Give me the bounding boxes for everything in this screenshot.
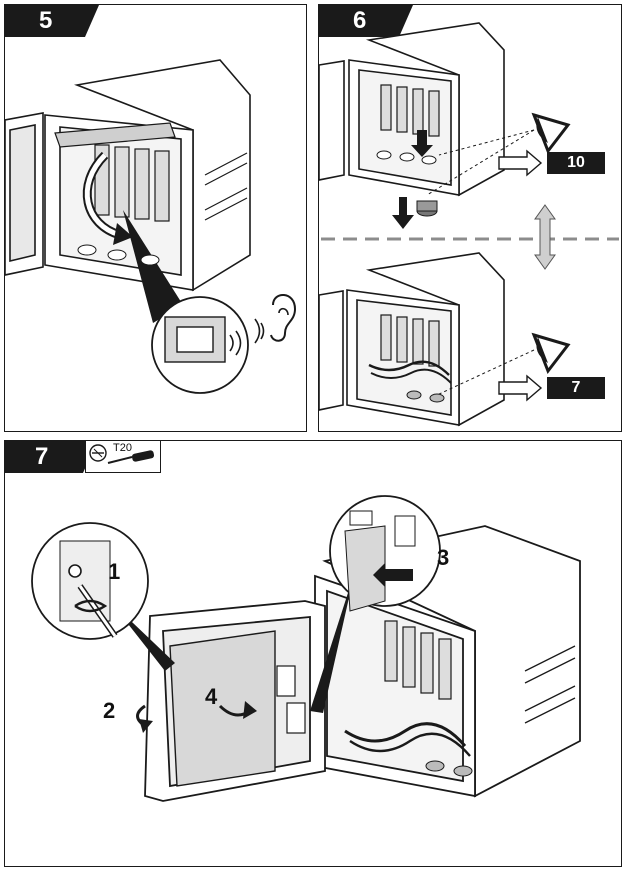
ear-icon <box>254 294 297 344</box>
step-6-label: 6 <box>319 5 413 37</box>
go-to-step-ref-a: 10 <box>547 152 605 174</box>
callout-2: 2 <box>103 698 116 723</box>
callout-4: 4 <box>205 684 218 709</box>
step-5-illustration <box>5 59 251 394</box>
arrow-right-icon <box>498 149 543 177</box>
arrow-right-icon <box>498 374 543 402</box>
step-7-panel: 7 T20 <box>4 440 622 867</box>
screwdriver-icon <box>89 444 155 464</box>
eye-icon <box>531 112 571 155</box>
callout-1: 1 <box>108 559 121 584</box>
step-7-illustration <box>31 495 581 802</box>
double-arrow-icon <box>534 204 556 270</box>
tool-box: T20 <box>85 441 161 473</box>
step-6-illustration <box>319 22 619 427</box>
eye-icon <box>531 332 571 375</box>
step-6-panel: 6 <box>318 4 622 432</box>
step-5-label: 5 <box>5 5 99 37</box>
go-to-step-ref-b: 7 <box>547 377 605 399</box>
callout-3: 3 <box>437 545 450 570</box>
tool-size: T20 <box>113 442 132 454</box>
arrow-down-icon <box>392 197 414 229</box>
step-5-panel: 5 <box>4 4 307 432</box>
